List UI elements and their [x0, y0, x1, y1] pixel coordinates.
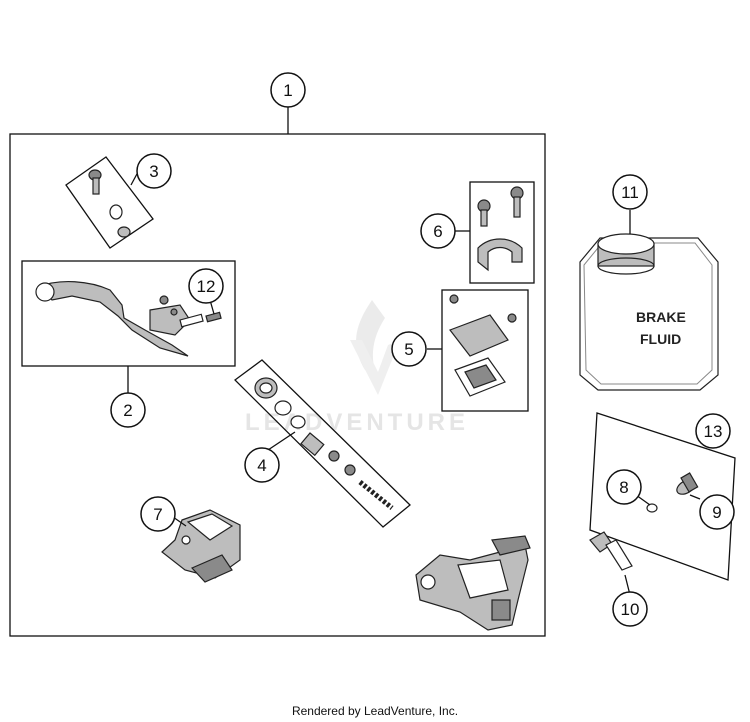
svg-text:7: 7: [153, 505, 162, 524]
part-3-bolt-bushing-nut: [65, 156, 154, 249]
watermark: LEADVENTURE: [245, 300, 465, 436]
svg-text:9: 9: [712, 503, 721, 522]
svg-text:6: 6: [433, 222, 442, 241]
bottle-label-line1: BRAKE: [636, 309, 686, 325]
callout-13: 13: [695, 413, 731, 449]
assembly-box-1: [9, 133, 546, 637]
callout-3: 3: [136, 153, 172, 189]
callout-7: 7: [140, 496, 176, 532]
svg-text:13: 13: [704, 422, 723, 441]
svg-text:4: 4: [257, 456, 266, 475]
part-13-bleeder-kit: [589, 412, 736, 596]
svg-text:11: 11: [621, 183, 639, 202]
svg-text:1: 1: [283, 81, 292, 100]
svg-text:2: 2: [123, 401, 132, 420]
callout-5: 5: [391, 331, 427, 367]
svg-text:3: 3: [149, 162, 158, 181]
bottle-label-line2: FLUID: [640, 331, 681, 347]
callout-4: 4: [244, 447, 280, 483]
svg-text:10: 10: [621, 600, 640, 619]
footer-credit: Rendered by LeadVenture, Inc.: [291, 704, 459, 718]
part-6-clamp-bolts: [455, 181, 535, 284]
part-2-brake-lever: [21, 260, 236, 395]
part-7-cover: [161, 509, 241, 583]
callout-9: 9: [699, 494, 735, 530]
part-5-reservoir-cover: [427, 289, 529, 412]
part-4-piston-kit: [234, 359, 411, 528]
callout-10: 10: [612, 591, 648, 627]
svg-text:5: 5: [404, 340, 413, 359]
callout-1: 1: [270, 72, 306, 108]
svg-text:12: 12: [197, 277, 216, 296]
master-cylinder-body: [415, 535, 531, 631]
callout-6: 6: [420, 213, 456, 249]
callout-11: 11: [612, 174, 648, 210]
svg-text:8: 8: [619, 478, 628, 497]
part-11-brake-fluid-bottle: BRAKE FLUID: [579, 210, 719, 391]
callout-12: 12: [188, 268, 224, 304]
callout-2: 2: [110, 392, 146, 428]
callout-8: 8: [606, 469, 642, 505]
